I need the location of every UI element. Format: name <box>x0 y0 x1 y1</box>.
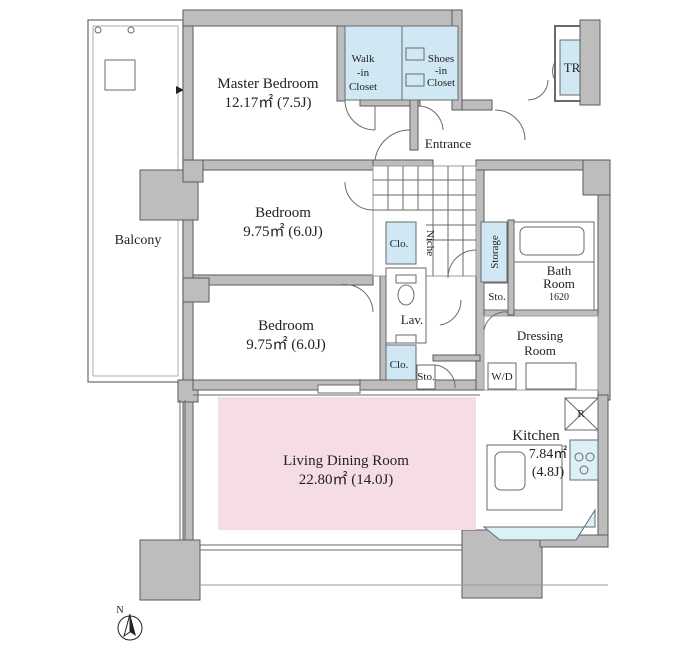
kitchen-sink-icon <box>494 451 526 491</box>
exterior-walls <box>139 9 611 601</box>
sto-area-2 <box>416 364 436 390</box>
washer-dryer-label: W/D <box>491 371 512 383</box>
sto-area-1 <box>483 282 509 311</box>
ac-unit-icon <box>104 59 136 91</box>
living-dining-room-area <box>218 397 476 530</box>
shoes-closet-label-3: Closet <box>427 77 455 89</box>
washer-dryer-icon <box>487 362 517 390</box>
refrigerator-area <box>564 397 599 431</box>
burner-icon <box>579 465 589 475</box>
north-arrow-icon <box>130 614 136 636</box>
bath-room-size: 1620 <box>549 292 569 303</box>
closet-area-1 <box>385 221 417 265</box>
walk-in-closet-label-1: Walk <box>352 53 375 65</box>
storage-label: Storage <box>489 235 501 269</box>
walk-in-closet-label-2: -in <box>357 67 370 79</box>
master-bedroom-area: 12.17㎡ (7.5J) <box>224 94 311 111</box>
burner-icon <box>574 452 584 462</box>
vent-icon <box>317 384 361 394</box>
vanity-icon <box>525 362 577 390</box>
shoes-closet-area <box>401 25 459 101</box>
bathtub-icon <box>519 226 585 256</box>
living-dining-area: 22.80㎡ (14.0J) <box>299 471 394 488</box>
dressing-room-label-1: Dressing <box>517 328 564 343</box>
entrance-label: Entrance <box>425 136 471 151</box>
shoes-closet-label-1: Shoes <box>428 53 454 65</box>
sink-icon <box>395 334 417 344</box>
bedroom2-label: Bedroom <box>258 318 314 334</box>
drain-icon <box>127 26 135 34</box>
toilet-icon <box>397 284 415 306</box>
bath-room-label-1: Bath <box>547 263 572 278</box>
kitchen-counter-area <box>482 508 596 541</box>
walk-in-closet-label-3: Closet <box>349 81 377 93</box>
bedroom2-area: 9.75㎡ (6.0J) <box>246 336 326 353</box>
kitchen-area-jo: (4.8J) <box>532 465 565 480</box>
shelf-icon <box>405 73 425 87</box>
shoes-closet-label-2: -in <box>435 65 448 77</box>
dressing-room-label-2: Room <box>524 343 556 358</box>
kitchen-island <box>486 444 563 511</box>
shelf-icon <box>405 47 425 61</box>
burner-icon <box>585 452 595 462</box>
living-dining-label: Living Dining Room <box>283 453 409 469</box>
niche-label: Niche <box>424 230 436 256</box>
bath-room-area <box>513 221 595 311</box>
trunk-room-label: TR <box>564 60 581 75</box>
storage-area <box>480 221 508 283</box>
lavatory-label: Lav. <box>401 312 424 327</box>
compass-rose: N <box>116 605 143 641</box>
closet2-label: Clo. <box>390 359 409 371</box>
bath-room-label-2: Room <box>543 276 575 291</box>
balcony-label: Balcony <box>115 233 162 248</box>
sto2-label: Sto. <box>417 371 435 383</box>
dressing-room-area <box>483 315 599 391</box>
arrow-marker-icon <box>176 86 184 94</box>
closet-area-2 <box>385 344 417 381</box>
bedroom1-area: 9.75㎡ (6.0J) <box>243 223 323 240</box>
doors <box>339 61 556 389</box>
sto1-label: Sto. <box>488 291 506 303</box>
kitchen-area: 7.84㎡ <box>529 446 568 462</box>
master-bedroom-label: Master Bedroom <box>217 76 319 92</box>
kitchen-label: Kitchen <box>512 428 560 444</box>
compass-north-label: N <box>116 605 123 616</box>
bedroom1-label: Bedroom <box>255 205 311 221</box>
closet1-label: Clo. <box>390 238 409 250</box>
refrigerator-label: R <box>577 408 585 420</box>
drain-icon <box>94 26 102 34</box>
